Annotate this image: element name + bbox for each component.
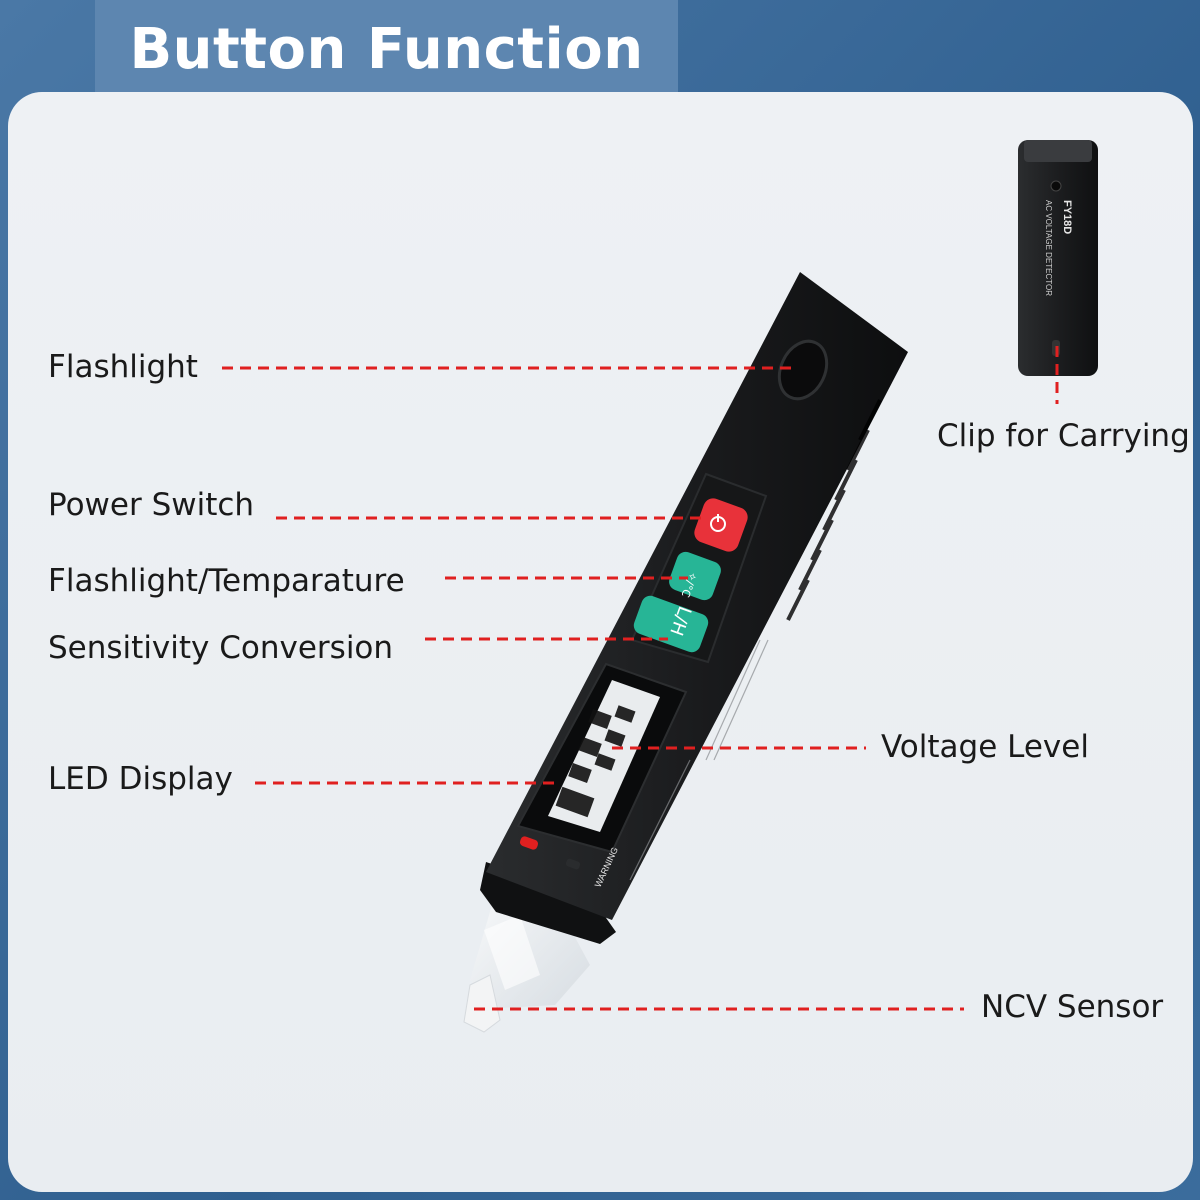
power-button-shape [694,498,748,552]
label-flashlight: Flashlight [48,349,198,385]
clip-model-text: FY18D [1061,200,1073,234]
header-tab [95,0,678,92]
clip-subtitle-text: AC VOLTAGE DETECTOR [1044,200,1053,296]
label-sensitivity: Sensitivity Conversion [48,630,394,666]
leader-lines [222,346,1059,1011]
label-voltage-level: Voltage Level [881,729,1089,765]
label-flashlight-temp: Flashlight/Temparature [48,563,405,599]
pen-illustration: ✧/°C L/H WARNING [463,272,908,1033]
page-title: Button Function [129,17,644,82]
label-ncv-sensor: NCV Sensor [981,989,1164,1025]
label-led-display: LED Display [48,761,233,797]
label-power-switch: Power Switch [48,487,255,523]
clip-illustration: FY18D AC VOLTAGE DETECTOR [1018,140,1098,376]
label-clip: Clip for Carrying [937,418,1190,454]
